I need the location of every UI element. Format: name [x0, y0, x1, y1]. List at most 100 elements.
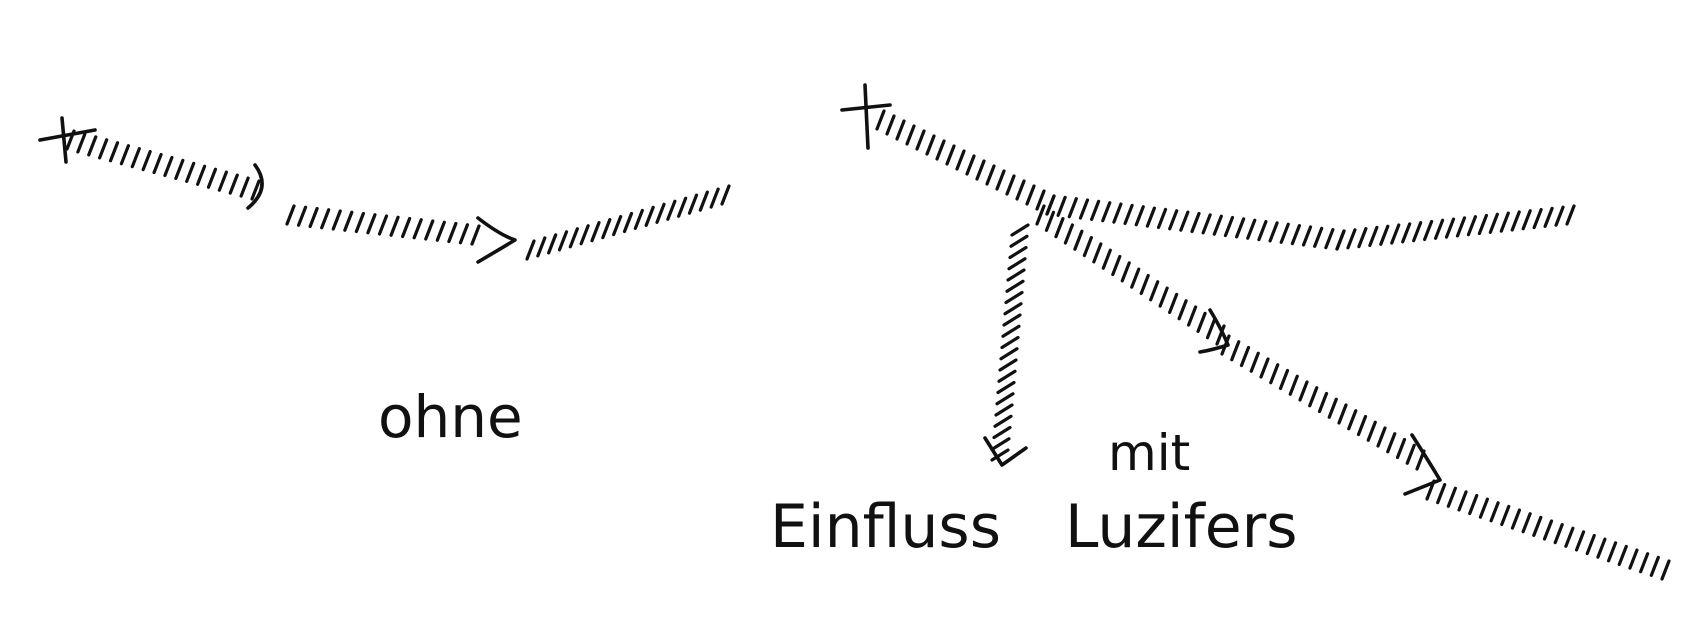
hatch-tick	[1488, 212, 1499, 234]
hatch-tick	[525, 239, 536, 261]
hatch-tick	[991, 437, 1011, 451]
hatch-tick	[308, 206, 319, 229]
hatch-tick	[185, 161, 196, 183]
hatch-tick	[108, 141, 120, 163]
hatch-tick	[1007, 257, 1027, 271]
hatch-tick	[1078, 198, 1090, 220]
hatch-tick	[1510, 210, 1521, 232]
hatch-tick	[709, 187, 720, 209]
hatch-tick	[590, 221, 601, 243]
right-upper-path-hatch	[875, 109, 1576, 251]
hatch-tick	[990, 448, 1010, 462]
hatch-tick	[1357, 227, 1368, 249]
hatch-tick	[1423, 219, 1434, 242]
hatch-tick	[1005, 174, 1016, 196]
hatch-tick	[1268, 221, 1279, 243]
hatch-tick	[174, 158, 185, 181]
left-caption: ohne	[378, 383, 523, 451]
hatch-tick	[1532, 515, 1543, 537]
hatch-tick	[1073, 229, 1084, 251]
hatch-tick	[1056, 195, 1067, 217]
hatch-tick	[141, 149, 152, 172]
hatch-tick	[994, 403, 1014, 417]
hatch-tick	[633, 208, 644, 231]
hatch-tick	[601, 218, 612, 240]
hatch-tick	[1446, 486, 1457, 508]
hatch-tick	[996, 380, 1016, 395]
hatch-tick	[1532, 207, 1543, 230]
hatch-tick	[1279, 222, 1290, 244]
hatch-tick	[1574, 530, 1586, 552]
hatch-tick	[389, 215, 400, 237]
hatch-tick	[1466, 215, 1478, 237]
hatch-tick	[995, 169, 1006, 191]
hatch-tick	[1477, 213, 1488, 236]
right-deflected-path-hatch	[1035, 204, 1671, 581]
hatch-tick	[547, 233, 558, 255]
hatch-tick	[1386, 432, 1397, 454]
hatch-tick	[915, 129, 926, 151]
hatch-tick	[401, 216, 412, 239]
hatch-tick	[1230, 340, 1241, 362]
influence-arrow	[983, 223, 1030, 467]
hatch-tick	[447, 221, 458, 244]
hatch-tick	[1239, 345, 1251, 368]
influence-arrowhead	[983, 436, 1028, 467]
hatch-tick	[1298, 380, 1309, 402]
hatch-tick	[1478, 497, 1490, 519]
hatch-tick	[1390, 223, 1401, 245]
hatch-tick	[1004, 290, 1024, 305]
hatch-tick	[1405, 443, 1416, 465]
right-caption-luzifers: Luzifers	[1065, 492, 1298, 562]
hatch-tick	[1190, 211, 1201, 234]
hatch-tick	[331, 209, 342, 231]
hatch-tick	[935, 139, 946, 161]
hatch-tick	[1554, 205, 1565, 227]
hatch-tick	[1201, 213, 1212, 235]
hatch-tick	[1433, 218, 1445, 240]
hatch-tick	[1639, 552, 1650, 574]
hatch-tick	[1335, 229, 1346, 251]
left-arrowhead-1	[246, 163, 264, 210]
hatch-tick	[1130, 267, 1141, 289]
right-arrowhead-2	[1403, 433, 1442, 496]
hatch-tick	[536, 236, 547, 258]
hatch-tick	[1542, 519, 1554, 541]
hatch-tick	[1649, 555, 1660, 577]
hatch-tick	[557, 230, 569, 252]
hatch-tick	[1313, 226, 1324, 248]
hatch-tick	[1259, 357, 1270, 379]
hatch-tick	[1067, 197, 1078, 219]
hatch-tick	[1468, 493, 1479, 516]
right-caption-mit: mit	[1108, 424, 1190, 482]
hatch-tick	[1337, 403, 1348, 425]
hatch-tick	[1120, 261, 1131, 283]
influence-arrow-hatch	[990, 223, 1030, 462]
hatch-tick	[885, 114, 896, 136]
hatch-tick	[1215, 324, 1226, 346]
hatch-tick	[1317, 391, 1329, 414]
hatch-tick	[955, 149, 966, 171]
hatch-tick	[195, 164, 207, 186]
hatch-tick	[1290, 224, 1301, 246]
hatch-tick	[1500, 504, 1511, 527]
hatch-tick	[1123, 203, 1134, 226]
hatch-tick	[1179, 210, 1190, 232]
hatch-tick	[1196, 311, 1207, 333]
hatch-tick	[435, 220, 446, 242]
hatch-tick	[119, 144, 131, 166]
hatch-tick	[1092, 242, 1103, 264]
hatch-tick	[228, 173, 239, 195]
right-path-diagram: mit Einfluss Luzifers	[770, 83, 1671, 581]
hatch-tick	[1628, 548, 1639, 570]
hatch-tick	[998, 358, 1018, 372]
hatch-tick	[87, 135, 98, 157]
hatch-tick	[343, 210, 354, 232]
hatch-tick	[1356, 414, 1368, 437]
hatch-tick	[1606, 541, 1618, 563]
hatch-tick	[1008, 245, 1028, 260]
hatch-tick	[568, 227, 579, 249]
hatch-tick	[1366, 420, 1377, 442]
